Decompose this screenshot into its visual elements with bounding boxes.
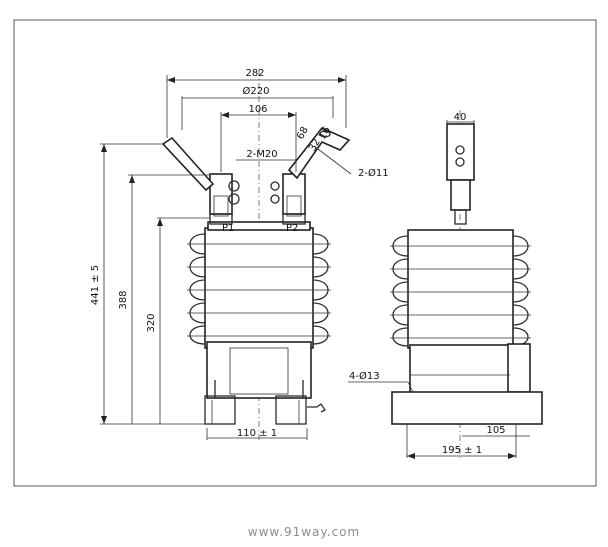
right-bracket [287,127,351,180]
terminal-p2 [270,173,306,225]
front-base [204,341,326,425]
terminal-p1 [209,173,240,225]
label-p1: P1 [222,223,234,234]
drawing-frame [13,19,597,487]
dim-hole-11: 2-Ø11 [358,167,389,179]
dim-106: 106 [248,104,267,115]
dim-388: 388 [118,290,129,309]
front-insulator [187,221,331,349]
dim-68: 68 [295,125,311,142]
dim-40: 40 [454,112,467,123]
watermark: www.91way.com [248,525,360,539]
side-base [391,343,543,425]
front-view: 282 Ø220 106 2-M20 2-Ø11 68 32 16 441 ± … [90,68,389,440]
side-terminal [446,123,475,225]
dim-105: 105 [486,425,505,436]
side-insulator [390,229,531,349]
dim-441: 441 ± 5 [90,265,101,305]
left-bracket [161,136,215,192]
dim-diameter-220: Ø220 [243,85,270,97]
side-view: 40 4-Ø13 105 195 ± 1 [348,110,543,460]
dim-110: 110 ± 1 [237,428,277,439]
dim-320: 320 [146,313,157,332]
dim-thread-m20: 2-M20 [246,149,277,160]
dim-282: 282 [245,68,264,79]
dim-mount-hole: 4-Ø13 [349,370,380,382]
dim-195: 195 ± 1 [442,445,482,456]
label-p2: P2 [286,223,298,234]
